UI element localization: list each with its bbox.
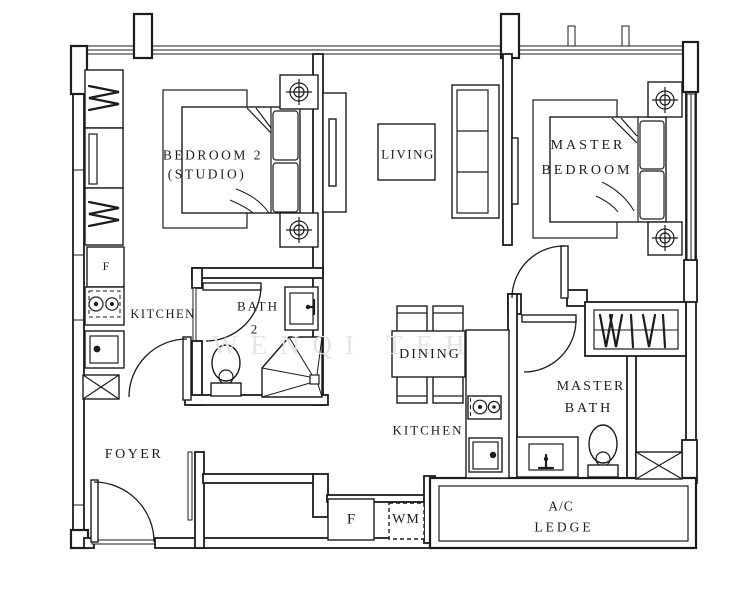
- faucet-icon: [489, 451, 497, 459]
- burner-icon: [88, 296, 104, 312]
- hanging-clothes-icon: [598, 313, 667, 349]
- downlight-icon: [286, 217, 312, 243]
- dining-table: [391, 330, 466, 378]
- room-label-bedroom2: BEDROOM 2: [162, 147, 264, 163]
- washing-machine-box: [388, 502, 425, 540]
- kitchen-corridor-door: [128, 336, 192, 401]
- toilet: [210, 344, 242, 397]
- downlight-icon: [286, 79, 312, 105]
- downlight-icon: [652, 87, 678, 113]
- room-label-foyer: FOYER: [104, 447, 164, 462]
- shower: [261, 336, 323, 398]
- master-bath-door: [521, 314, 577, 373]
- room-label-dining: DINING: [399, 347, 461, 362]
- kitchen-center-fixtures: [465, 329, 510, 479]
- fridge-box: [86, 246, 125, 288]
- coffee-table: [377, 123, 436, 181]
- room-label-kitchen-left: KITCHEN: [130, 306, 196, 321]
- utility-nook: [327, 498, 425, 541]
- chair: [432, 305, 464, 334]
- tv-icon: [328, 118, 337, 187]
- burner-icon: [105, 297, 119, 311]
- corner-top-right: [681, 40, 700, 94]
- chair: [396, 305, 428, 334]
- room-label-ac: A/C: [548, 498, 574, 514]
- wall-foyer-top-right: [202, 473, 316, 484]
- tap-icon: [305, 298, 316, 316]
- fridge-label: F: [102, 259, 110, 273]
- room-label-master-bedroom-2: BEDROOM: [541, 163, 633, 178]
- doors: [90, 245, 577, 543]
- wall-foyer-right: [194, 451, 205, 549]
- bath2-door: [202, 282, 262, 342]
- ac-ledge-box: [428, 476, 698, 550]
- room-label-kitchen-center: KITCHEN: [392, 422, 464, 438]
- living-furniture: [377, 84, 500, 219]
- room-label-bath2-num: 2: [250, 321, 260, 337]
- outer-walls: [69, 12, 700, 550]
- washing-machine-label: WM: [392, 512, 420, 527]
- tap-icon: [537, 453, 555, 470]
- master-wardrobe: [584, 301, 687, 357]
- drain-icon: [309, 374, 320, 385]
- master-bedroom-furniture: [511, 81, 683, 256]
- fridge-nook-label: F: [346, 511, 356, 528]
- master-bedroom-door: [511, 245, 569, 299]
- wall-living-partition: [502, 53, 513, 246]
- chair: [396, 375, 428, 404]
- wall-tick-1: [567, 25, 576, 47]
- wall-masterbath-right: [626, 349, 637, 481]
- burner-icon: [487, 400, 501, 414]
- master-bath-fixtures: [516, 424, 683, 480]
- pillow: [639, 120, 665, 170]
- room-label-bedroom2-sub: (STUDIO): [167, 166, 247, 182]
- column-top-middle: [499, 12, 521, 60]
- room-label-master-bedroom: MASTER: [550, 138, 626, 153]
- hanging-clothes-icon: [87, 200, 120, 228]
- toilet: [587, 424, 619, 478]
- closet-column: [84, 69, 125, 288]
- bath2-fixtures: [210, 286, 323, 398]
- room-label-master-bath: MASTER: [556, 379, 626, 394]
- bedroom2-furniture: [162, 74, 347, 248]
- tv-icon: [511, 137, 519, 205]
- pillow: [272, 110, 299, 161]
- faucet-icon: [93, 345, 101, 353]
- wall-bath2-top: [191, 267, 324, 279]
- kitchen-left-fixtures: [82, 286, 125, 400]
- entrance-door: [90, 479, 155, 543]
- wall-left: [72, 45, 85, 549]
- wall-nook-step: [312, 473, 329, 518]
- hanging-clothes-icon: [87, 84, 120, 112]
- room-label-master-bath-2: BATH: [564, 401, 614, 416]
- pillow: [272, 162, 299, 213]
- fridge-box: [327, 498, 375, 541]
- burner-icon: [472, 399, 488, 415]
- pillow: [639, 170, 665, 220]
- dining-set: [391, 305, 466, 404]
- column-top-left: [132, 12, 154, 60]
- chair: [432, 375, 464, 404]
- room-label-bath2: BATH: [237, 298, 279, 314]
- downlight-icon: [652, 225, 678, 251]
- room-label-living: LIVING: [381, 146, 435, 162]
- room-label-ledge: LEDGE: [534, 519, 594, 535]
- entrance-threshold: [91, 539, 157, 545]
- wall-tick-2: [621, 25, 630, 47]
